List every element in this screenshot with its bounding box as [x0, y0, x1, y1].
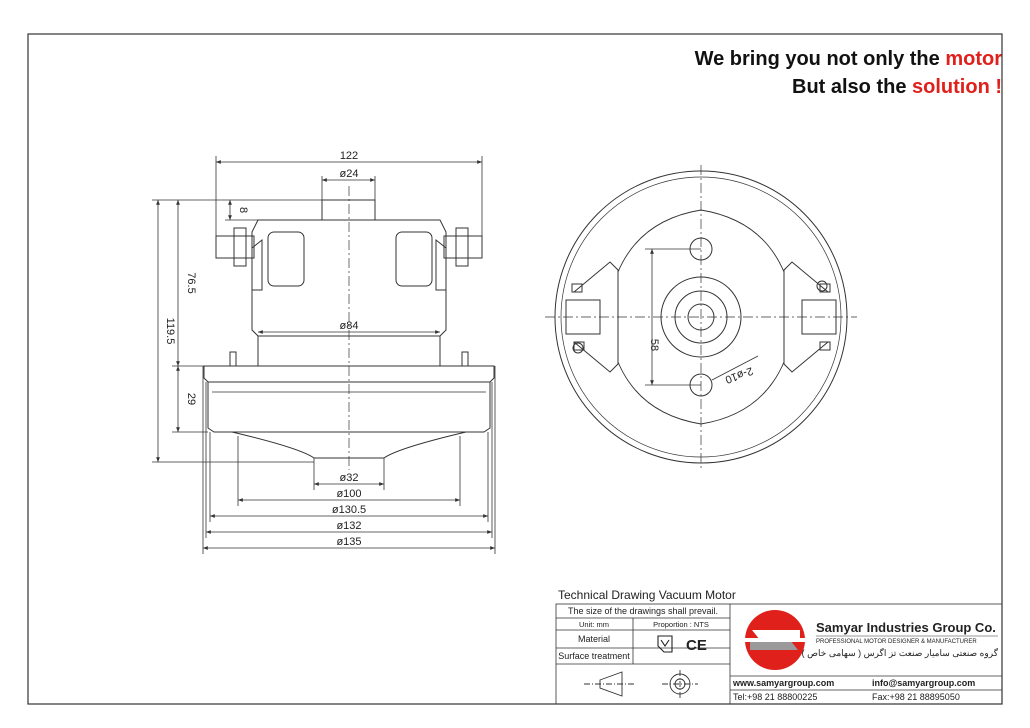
- front-view: [545, 165, 857, 470]
- dim-body-diameter: ø84: [340, 320, 359, 332]
- sheet-frame: [27, 33, 1003, 705]
- dim-upper-height: 76.5: [185, 272, 197, 293]
- title-block-material: Material: [578, 634, 610, 644]
- title-block-note: The size of the drawings shall prevail.: [568, 606, 718, 616]
- dim-hole-spacing: 58: [648, 339, 660, 351]
- headline-line-2-text: But also the: [792, 76, 913, 98]
- dim-overall-width: 122: [340, 150, 358, 162]
- dim-lower-height: 29: [185, 393, 197, 405]
- title-block-unit: Unit: mm: [579, 620, 609, 629]
- website-link[interactable]: www.samyargroup.com: [732, 678, 834, 688]
- housing-window-right: [395, 231, 433, 287]
- headline-line-2: But also the solution !: [792, 76, 1002, 99]
- dim-d100: ø100: [336, 488, 361, 500]
- dim-holes: 2-ø10: [723, 364, 754, 385]
- dim-d32: ø32: [340, 472, 359, 484]
- dim-d132: ø132: [336, 520, 361, 532]
- front-brush-left: [565, 299, 601, 335]
- terminal-right: [461, 351, 469, 367]
- side-view: [203, 186, 495, 470]
- title-block-grid: [555, 603, 1003, 705]
- brush-clip-right: [455, 227, 469, 267]
- brush-holder-right: [443, 235, 483, 259]
- fax: Fax:+98 21 88895050: [872, 692, 960, 702]
- dim-top-height: 8: [237, 207, 249, 213]
- samyar-logo-icon: [744, 610, 806, 670]
- ce-mark: CE: [686, 637, 707, 654]
- housing-window-left: [267, 231, 305, 287]
- brush-holder-left: [215, 235, 255, 259]
- headline-line-1: We bring you not only the motor: [695, 48, 1002, 71]
- title-block-surface: Surface treatment: [558, 651, 630, 661]
- brush-clip-left: [233, 227, 247, 267]
- terminal-left: [229, 351, 237, 367]
- projection-symbol-icon: [584, 670, 698, 698]
- dim-d130-5: ø130.5: [332, 504, 366, 516]
- quality-mark-icon: [657, 635, 673, 653]
- front-dimension-lines: [645, 248, 759, 386]
- dim-total-height: 119.5: [164, 318, 176, 345]
- fan-housing: [207, 381, 491, 433]
- dim-d135: ø135: [336, 536, 361, 548]
- title-block-title: Technical Drawing Vacuum Motor: [558, 588, 736, 602]
- headline-line-1-text: We bring you not only the: [694, 48, 946, 70]
- company-persian-name: گروه صنعتی سامیار صنعت تز اگرس ( سهامی خ…: [802, 647, 999, 659]
- company-tagline: PROFESSIONAL MOTOR DESIGNER & MANUFACTUR…: [816, 639, 977, 645]
- headline-accent-solution: solution !: [912, 76, 1002, 98]
- shaft-cap: [321, 199, 376, 221]
- email-link[interactable]: info@samyargroup.com: [872, 678, 975, 688]
- side-dimension-lines: [152, 156, 496, 554]
- dim-top-diameter: ø24: [340, 168, 359, 180]
- headline-accent-motor: motor: [945, 48, 1002, 70]
- telephone: Tel:+98 21 88800225: [733, 692, 817, 702]
- title-block-proportion: Proportion : NTS: [653, 620, 709, 629]
- front-brush-right: [801, 299, 837, 335]
- company-name: Samyar Industries Group Co.: [816, 620, 996, 635]
